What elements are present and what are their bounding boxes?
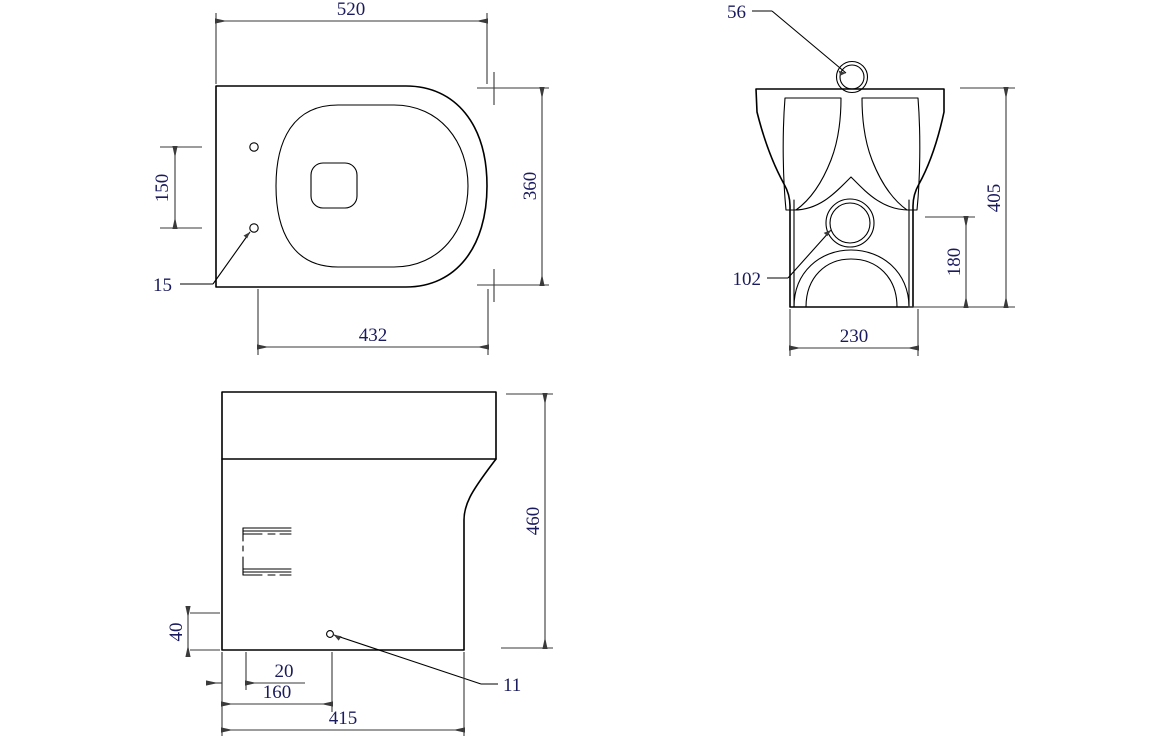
rear-pedestal-cutout [793, 249, 910, 308]
dim-432: 432 [257, 289, 489, 355]
soil-outlet-inner [829, 202, 871, 244]
dim-40-label: 40 [166, 623, 187, 642]
plan-outer-outline [215, 85, 488, 288]
callout-11: 11 [333, 634, 521, 696]
water-inlet-inner [839, 64, 865, 90]
side-floor-fixing-hole [326, 630, 334, 638]
callout-15-label: 15 [153, 275, 172, 296]
rear-view: 56 102 405 180 [727, 2, 1015, 356]
callout-102: 102 [733, 229, 832, 290]
dim-150-label: 150 [152, 174, 173, 203]
dim-405: 405 [908, 87, 1015, 308]
dim-20-label: 20 [275, 661, 294, 682]
rear-outer-outline [755, 88, 945, 308]
plan-fixing-hole-upper [249, 142, 259, 152]
dim-360-label: 360 [520, 172, 541, 201]
side-view: 11 460 40 20 [166, 391, 553, 736]
dim-160: 160 [221, 652, 333, 712]
side-outer-profile [221, 391, 497, 651]
callout-15: 15 [153, 231, 251, 296]
dim-460-label: 460 [523, 507, 544, 536]
rear-recess-left [782, 97, 842, 211]
dim-520: 520 [215, 0, 488, 84]
plan-fixing-hole-lower [249, 223, 259, 233]
dim-405-label: 405 [984, 184, 1005, 213]
dim-230: 230 [789, 309, 919, 356]
dim-160-label: 160 [263, 682, 292, 703]
dim-150: 150 [152, 146, 202, 229]
dim-360: 360 [494, 87, 549, 286]
callout-11-label: 11 [503, 675, 521, 696]
dim-415: 415 [221, 652, 465, 736]
rear-pedestal-cutout-inner [805, 258, 898, 308]
plan-flush-aperture [310, 162, 358, 209]
plan-rim-outline [275, 104, 469, 268]
dim-180: 180 [925, 216, 975, 308]
dim-460: 460 [501, 393, 553, 649]
rear-recess-right [861, 97, 921, 211]
rear-boss-upper-curve [793, 176, 910, 211]
dim-230-label: 230 [840, 326, 869, 347]
dim-180-label: 180 [944, 248, 965, 277]
water-inlet-outer [835, 60, 869, 94]
callout-56-label: 56 [727, 2, 746, 23]
dim-40: 40 [166, 606, 220, 657]
callout-102-label: 102 [733, 269, 762, 290]
plan-view: 520 360 432 150 [152, 0, 549, 355]
dim-432-label: 432 [359, 325, 388, 346]
callout-56: 56 [727, 2, 847, 76]
side-bracket-detail [242, 527, 292, 576]
dim-520-label: 520 [337, 0, 366, 20]
dim-415-label: 415 [329, 708, 358, 729]
plan-center-marks [477, 72, 514, 302]
soil-outlet-outer [825, 198, 875, 248]
